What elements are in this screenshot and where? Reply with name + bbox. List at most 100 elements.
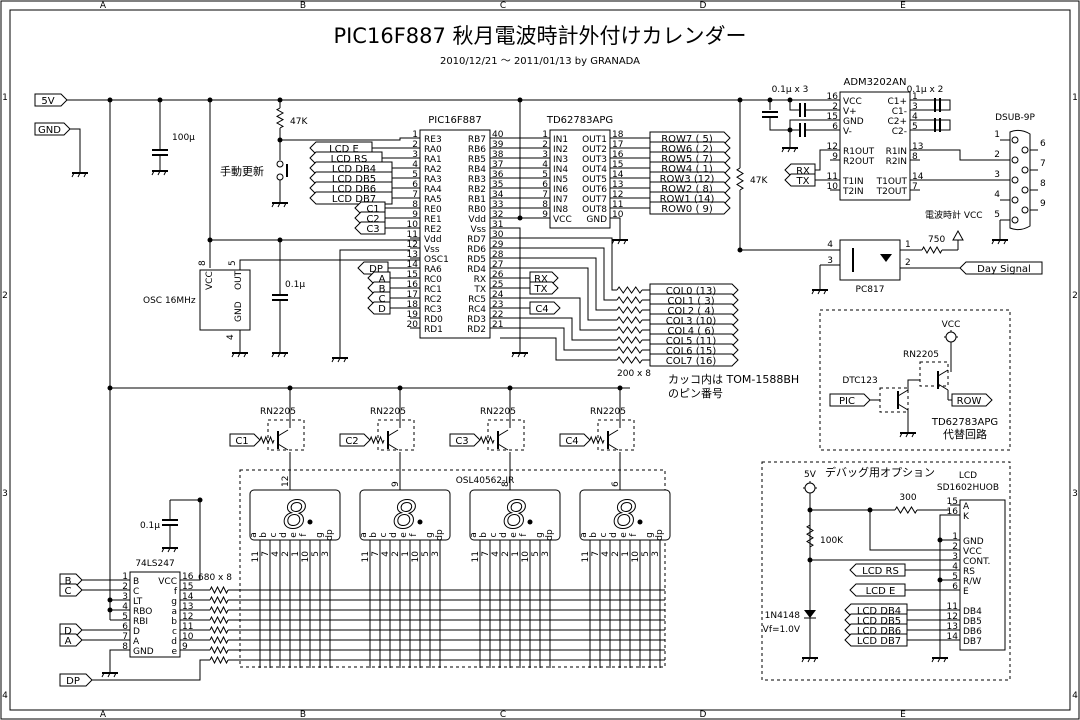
segment-pin-number: 4 (491, 551, 501, 557)
pin-number: 4 (226, 334, 236, 340)
net-flag-col-label: COL1 ( 3) (667, 296, 714, 307)
pin-number: 11 (182, 622, 193, 632)
pin-name: RC3 (424, 305, 442, 315)
74ls247-chip (129, 571, 181, 658)
pin-number: 18 (407, 300, 419, 310)
dsub-pin-number: 5 (994, 210, 1000, 220)
pin-number: 2 (832, 102, 838, 112)
pin-name: GND (843, 117, 864, 127)
segment-pin-number: 2 (281, 551, 291, 557)
page-title: PIC16F887 秋月電波時計外付けカレンダー (333, 24, 746, 48)
pin-number: 36 (492, 170, 504, 180)
col-wire (500, 327, 617, 351)
net-flag-c-label: C (379, 294, 386, 305)
resistor-icon (479, 435, 495, 445)
pin-number: 38 (492, 150, 504, 160)
pin-name: RA5 (424, 195, 442, 205)
pin-name: RS (963, 567, 975, 577)
segment-pin-number: 4 (381, 551, 391, 557)
row-label: 3 (1072, 489, 1078, 499)
pin-number: 18 (612, 130, 624, 140)
pin-name: RB6 (468, 145, 486, 155)
debug-box (761, 461, 1011, 681)
diode-label: 1N4148 (765, 611, 801, 621)
col-wire (500, 247, 617, 301)
pin-name: RD7 (467, 235, 486, 245)
pin-name: C2- (892, 127, 907, 137)
common-pin-number: 9 (391, 481, 401, 487)
caps-right-label: 0.1μ x 2 (907, 85, 944, 95)
lcd-title: LCD (959, 471, 977, 481)
digit-transistor-label: RN2205 (480, 407, 516, 417)
osc-vcc-pin: VCC (205, 271, 215, 290)
segment-label: a (469, 532, 479, 538)
segment-pin-number: 2 (501, 551, 511, 557)
net-flag-lcd-db-label: LCD DB5 (857, 616, 901, 627)
net-flag-day-signal-label: Day Signal (977, 264, 1031, 275)
net-flag-lcd-db4-label: LCD DB4 (332, 164, 376, 175)
pin-number: 7 (122, 632, 128, 642)
column-label: B (300, 710, 306, 720)
pin-number: 15 (182, 582, 193, 592)
pin-name: c (172, 627, 177, 637)
pin-number: 25 (492, 280, 503, 290)
segment-label: g (535, 532, 545, 538)
dsub-pin (1011, 216, 1019, 224)
net-flag-b-label: B (65, 576, 72, 587)
pin-name: b (171, 617, 177, 627)
pin-name: RB2 (468, 185, 486, 195)
pin-number: 16 (182, 572, 194, 582)
resistor-icon (209, 645, 229, 655)
decoder-cap-label: 0.1μ (140, 521, 160, 531)
pin-name: g (171, 597, 177, 607)
segment-label: c (269, 532, 279, 537)
wires (67, 97, 1038, 681)
wire (939, 514, 950, 650)
pin-number: 17 (407, 290, 418, 300)
pin-number: 16 (612, 150, 624, 160)
pin-name: RA1 (424, 155, 442, 165)
segment-pin-number: 7 (591, 551, 601, 557)
row-label: 2 (1072, 291, 1078, 301)
decoder-name: 74LS247 (135, 559, 174, 569)
net-flag-digit-c2-label: C2 (345, 436, 358, 447)
net-flag-lcd-db6-label: LCD DB6 (332, 184, 376, 195)
resistor-icon (616, 356, 643, 364)
pin-name: RB7 (468, 135, 486, 145)
pin-name: RB1 (468, 195, 486, 205)
pin-number: 4 (412, 160, 418, 170)
digit-transistor-box (487, 419, 525, 451)
pin-number: 16 (827, 92, 839, 102)
pullup-label: 47K (290, 117, 308, 127)
pin-number: 11 (947, 602, 958, 612)
alt-vcc-label: VCC (942, 320, 961, 330)
segment-pin-number: 10 (631, 551, 641, 563)
pin-number: 14 (407, 260, 419, 270)
alt-npn-label: DTC123 (842, 376, 877, 386)
segment-label: dp (655, 529, 665, 541)
pin-name: RE3 (424, 135, 442, 145)
net-flag-lcd-rs (849, 563, 906, 577)
cap-100u-label: 100μ (172, 133, 195, 143)
pin-name: IN1 (553, 135, 568, 145)
pin-number: 28 (492, 250, 504, 260)
pin-name: RBO (133, 607, 152, 617)
segment-pin-number: 4 (271, 551, 281, 557)
column-label: B (300, 1, 306, 11)
digit-transistor-label: RN2205 (370, 407, 406, 417)
pin-name: OUT2 (582, 145, 607, 155)
transistor-collector (387, 429, 399, 437)
pin-name: TX (473, 285, 486, 295)
pin-name: RA0 (424, 145, 442, 155)
seven-segment-display (359, 489, 451, 541)
osc-label: OSC 16MHz (143, 296, 196, 306)
opto-name: PC817 (856, 285, 885, 295)
pin-number: 15 (612, 160, 623, 170)
pin-number: 6 (952, 582, 958, 592)
segment-pin-number: 3 (321, 551, 331, 557)
resistor-icon (209, 655, 229, 665)
pin-number: 10 (827, 182, 839, 192)
digit-transistor-label: RN2205 (590, 407, 626, 417)
pin-name: VCC (553, 215, 572, 225)
pin-number: 6 (832, 122, 838, 132)
